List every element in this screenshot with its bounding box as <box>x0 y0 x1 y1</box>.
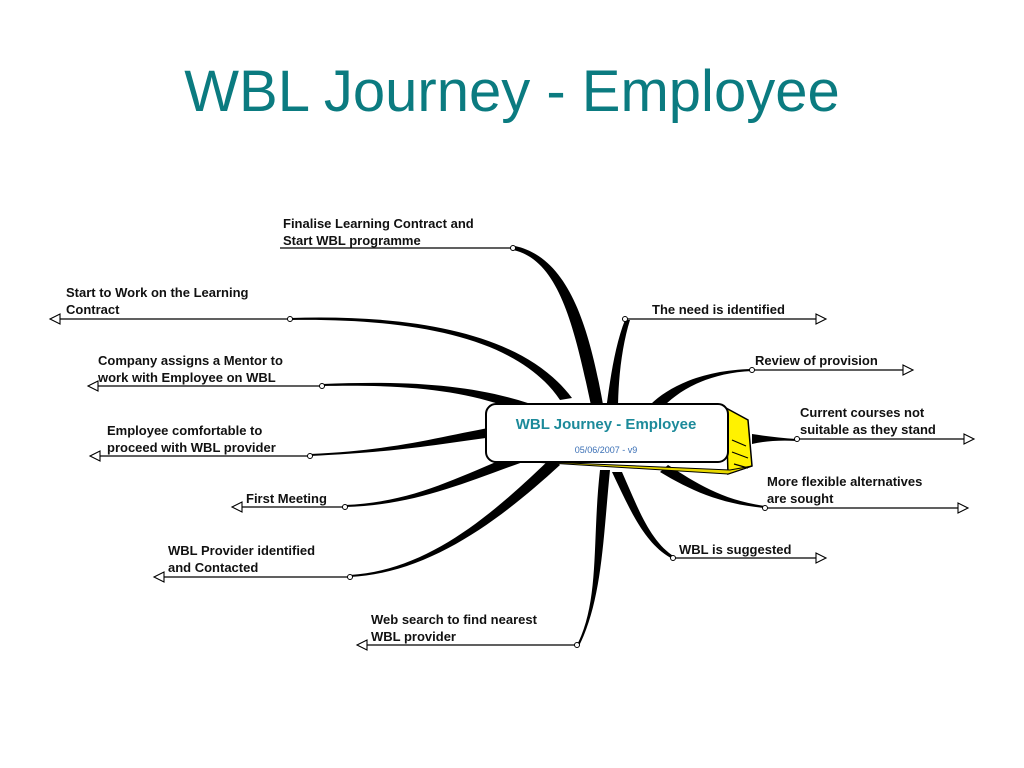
branch-label-review-provision: Review of provision <box>755 353 878 368</box>
branch-label-wbl-suggested: WBL is suggested <box>679 542 792 557</box>
central-node <box>485 403 753 476</box>
connector-need <box>606 320 630 410</box>
branch-label-provider: WBL Provider identified and Contacted <box>168 543 316 575</box>
connector-start-work <box>290 317 572 400</box>
connector-current <box>752 434 797 444</box>
connector-employee-comfortable <box>310 426 500 456</box>
branch-label-start-work: Start to Work on the Learning Contract <box>66 285 249 317</box>
slide-title: WBL Journey - Employee <box>184 59 840 124</box>
connector-mentor <box>322 382 548 420</box>
branch-label-need-identified: The need is identified <box>652 302 785 317</box>
connector-review <box>650 369 752 406</box>
connector-finalise <box>513 246 604 410</box>
connector-provider <box>350 457 560 577</box>
branch-label-flexible-alternatives: More flexible alternatives are sought <box>767 474 923 506</box>
connector-web-search <box>577 470 610 646</box>
branch-label-web-search: Web search to find nearest WBL provider <box>371 612 537 644</box>
branch-label-finalise: Finalise Learning Contract and Start WBL… <box>283 216 474 248</box>
branch-label-mentor: Company assigns a Mentor to work with Em… <box>98 353 283 385</box>
central-node-title: WBL Journey - Employee <box>515 416 697 433</box>
branch-label-employee-comfortable: Employee comfortable to proceed with WBL… <box>107 423 276 455</box>
central-node-subtitle: 05/06/2007 - v9 <box>574 445 638 455</box>
branch-label-first-meeting: First Meeting <box>246 491 327 506</box>
branch-label-current-courses: Current courses not suitable as they sta… <box>800 405 936 437</box>
connector-wbl-suggested <box>612 472 675 559</box>
